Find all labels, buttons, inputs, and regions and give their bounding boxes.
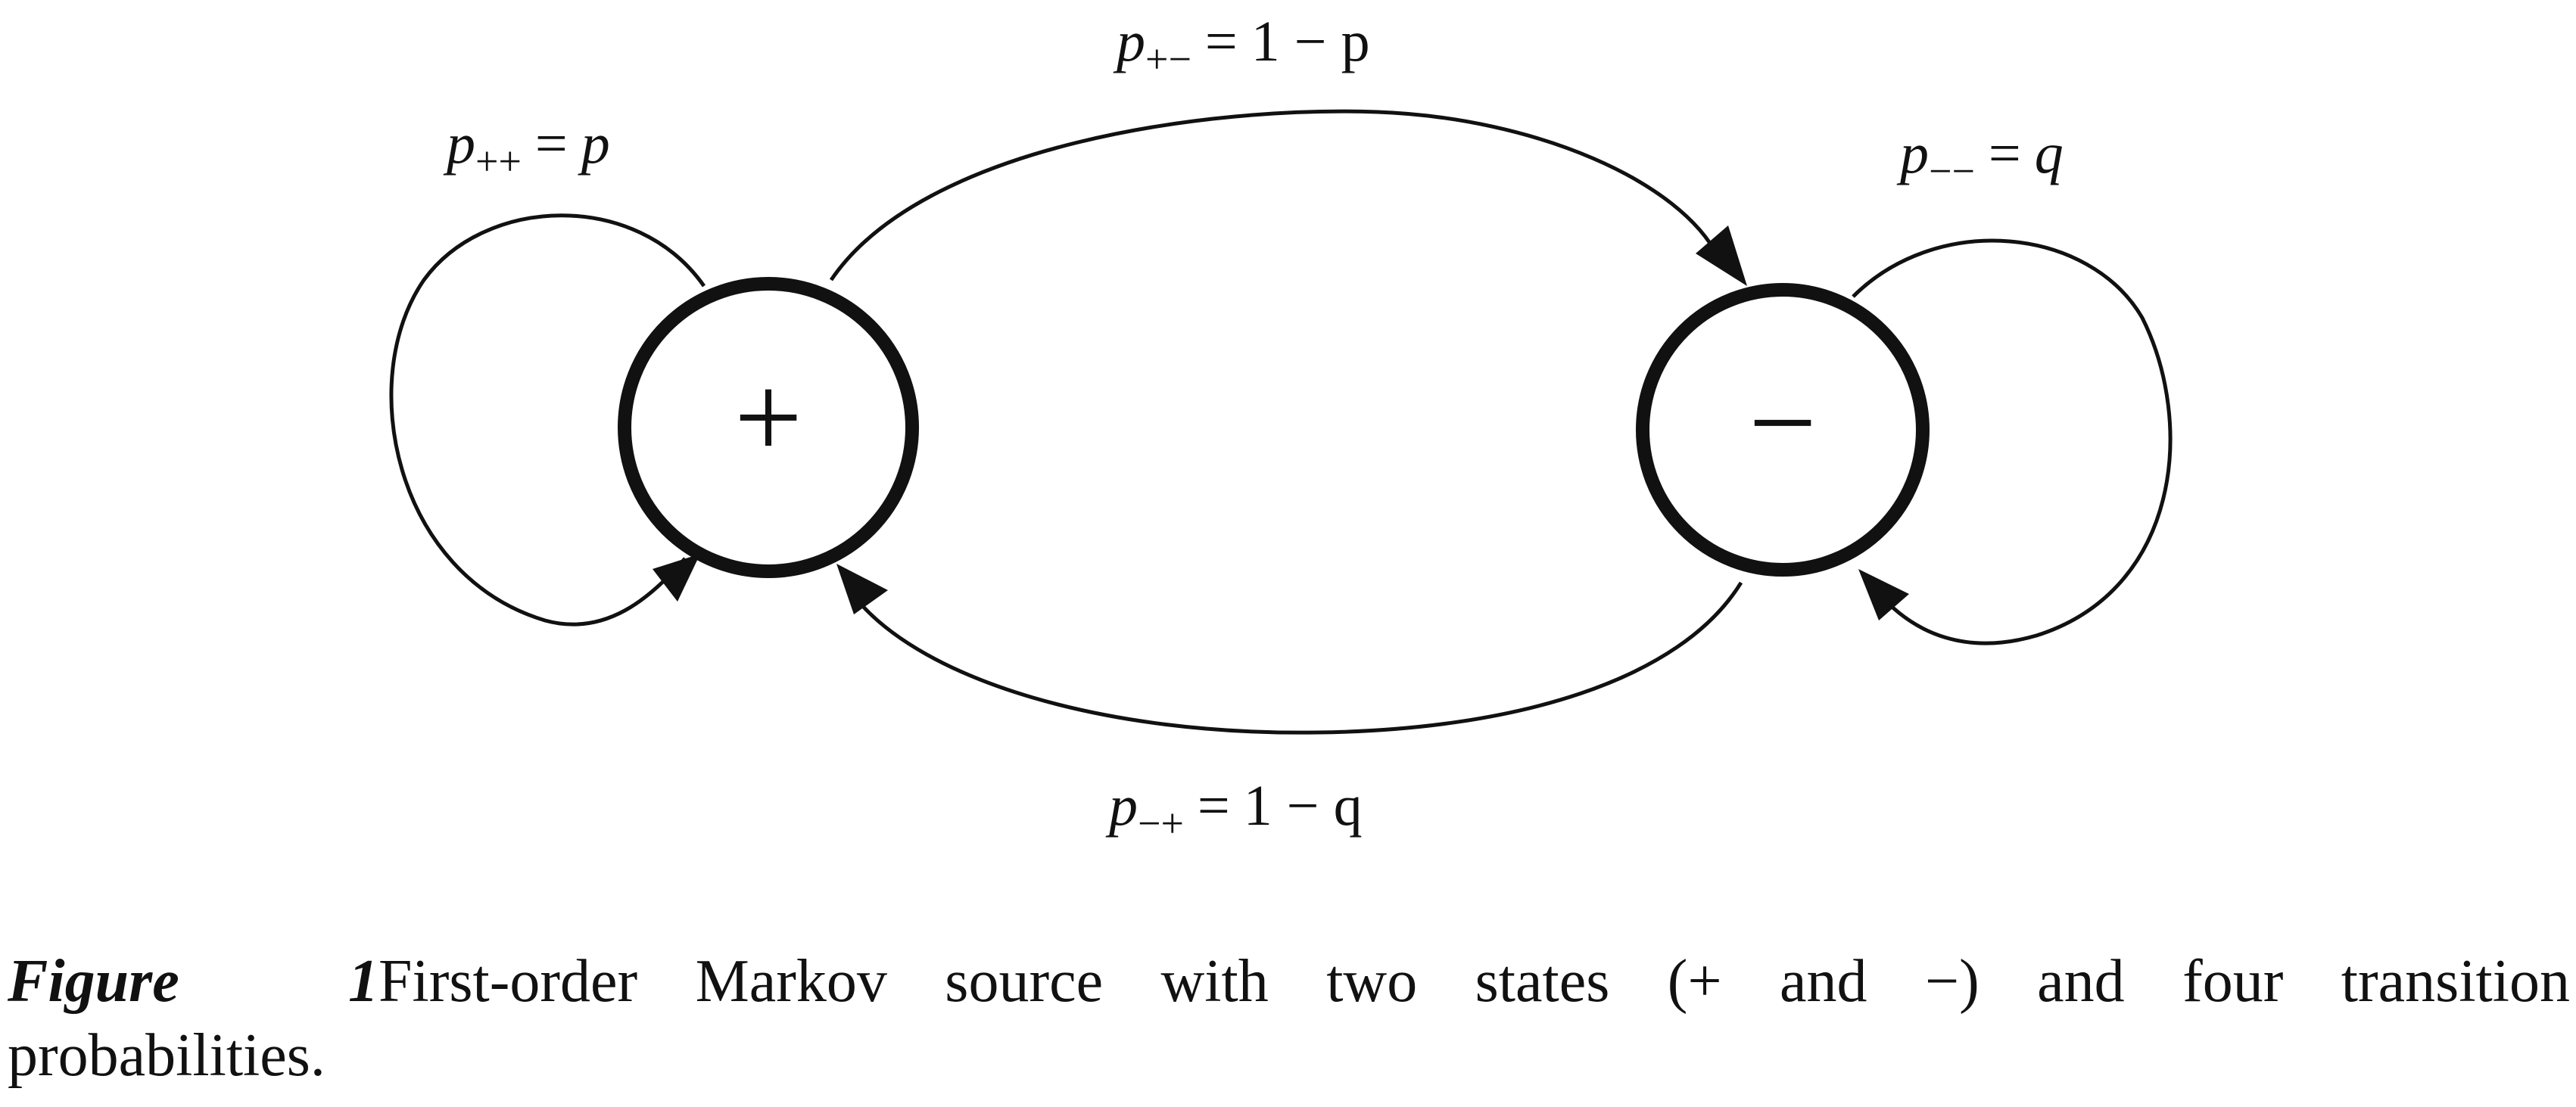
state-minus (1636, 283, 1930, 577)
arrowhead-minus-self (1858, 569, 1909, 620)
caption-line-1: Figure 1First-order Markov source with t… (8, 944, 2570, 1018)
label-p-plus-plus-var: p (443, 112, 475, 176)
label-p-minus-minus: p−−=q (1896, 122, 2064, 194)
label-p-minus-plus-rhs: 1 − q (1244, 774, 1363, 838)
arrowhead-minus-to-plus (836, 564, 888, 614)
self-loop-minus (1852, 238, 2173, 645)
label-p-minus-minus-rhs: q (2035, 122, 2064, 185)
label-p-plus-plus-rhs: p (578, 112, 610, 176)
caption-label: Figure 1 (8, 948, 378, 1015)
caption-text-line-1: First-order Markov source with two state… (378, 948, 2570, 1015)
label-p-minus-plus-sub: −+ (1138, 801, 1184, 846)
caption-line-2: probabilities. (8, 1022, 326, 1089)
arrowhead-plus-to-minus (1696, 225, 1747, 286)
label-p-plus-minus-sub: +− (1145, 36, 1191, 82)
state-plus (618, 277, 919, 578)
label-p-plus-minus: p+−=1 − p (1113, 10, 1370, 82)
label-p-minus-plus: p−+=1 − q (1105, 774, 1363, 846)
markov-diagram: + − p++=p p+−=1 − p p−−=q p−+=1 − q (389, 10, 2173, 846)
figure-caption: Figure 1First-order Markov source with t… (8, 944, 2570, 1093)
label-p-plus-plus: p++=p (443, 112, 610, 184)
label-p-plus-minus-var: p (1113, 10, 1145, 73)
arc-minus-to-plus (854, 581, 1743, 735)
label-p-plus-plus-sub: ++ (475, 138, 522, 184)
state-minus-symbol: − (1749, 355, 1817, 490)
label-p-minus-minus-var: p (1896, 122, 1929, 185)
self-loop-plus (389, 213, 706, 627)
arrowhead-plus-self (653, 554, 700, 602)
label-p-minus-minus-sub: −− (1929, 148, 1975, 194)
label-p-minus-plus-var: p (1105, 774, 1138, 838)
state-plus-symbol: + (734, 350, 802, 484)
label-p-plus-minus-rhs: 1 − p (1251, 10, 1370, 73)
arc-plus-to-minus (829, 109, 1721, 281)
